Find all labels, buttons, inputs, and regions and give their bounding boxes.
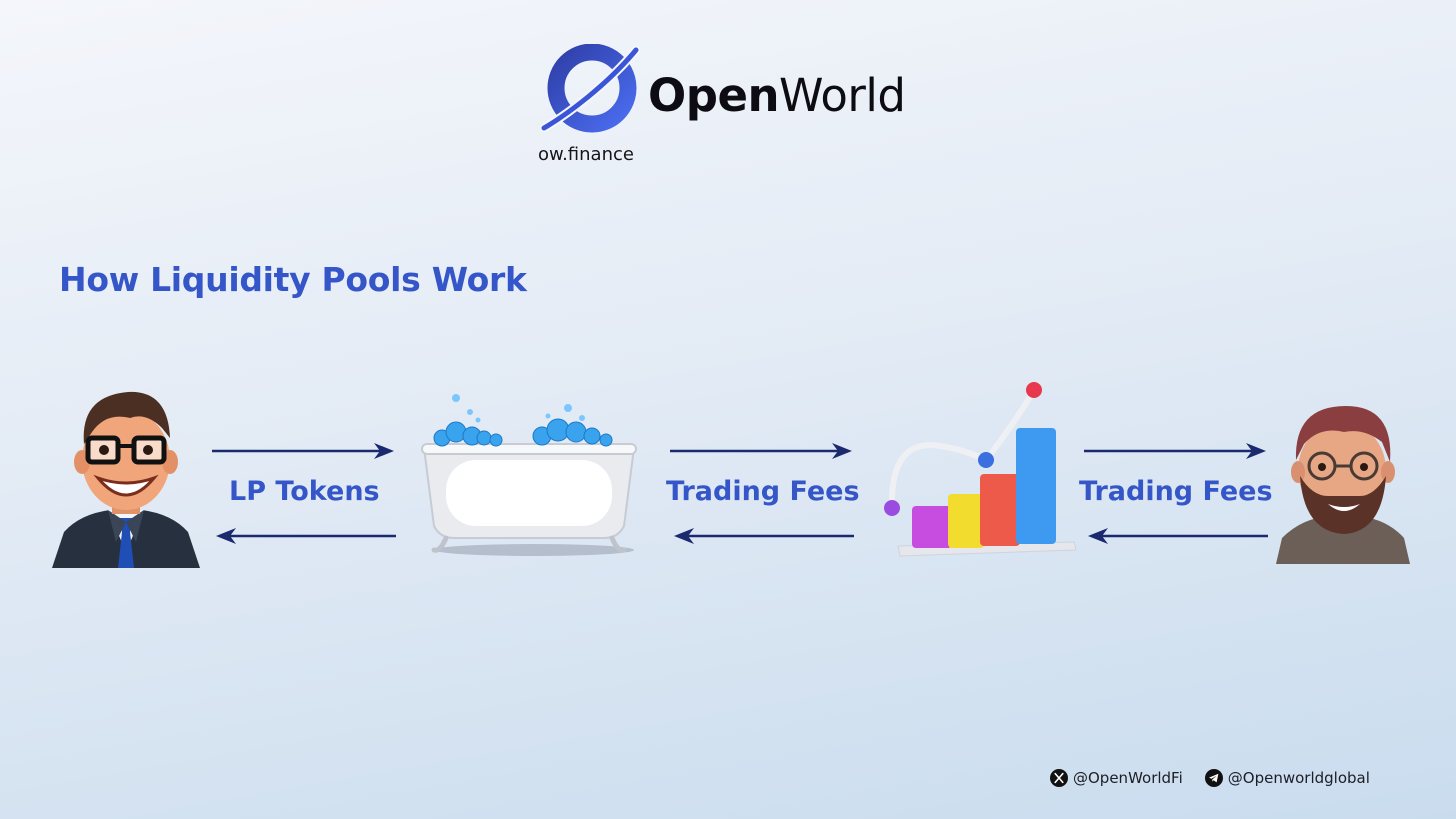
telegram-icon: [1205, 769, 1223, 787]
arrow-left-icon: [210, 526, 400, 546]
brand-name-regular: World: [779, 69, 905, 122]
openworld-logo-icon: [538, 44, 642, 136]
social-bar: @OpenWorldFi @Openworldglobal: [1050, 766, 1370, 790]
flow-label-lp-tokens: LP Tokens: [229, 476, 380, 508]
telegram-handle: @Openworldglobal: [1228, 769, 1370, 787]
trader-avatar-icon: [1274, 400, 1412, 564]
liquidity-pool-bathtub-icon: [418, 388, 640, 560]
page-title: How Liquidity Pools Work: [59, 260, 527, 300]
arrow-left-icon: [1082, 526, 1272, 546]
investor-avatar-icon: [50, 382, 202, 568]
x-icon: [1050, 769, 1068, 787]
flow-label-trading-fees: Trading Fees: [666, 476, 860, 508]
arrow-right-icon: [210, 441, 400, 461]
telegram-social-link[interactable]: @Openworldglobal: [1205, 769, 1370, 787]
x-social-link[interactable]: @OpenWorldFi: [1050, 769, 1183, 787]
brand-name: OpenWorld: [648, 70, 906, 122]
flow-label-trading-fees: Trading Fees: [1079, 476, 1273, 508]
domain-link[interactable]: ow.finance: [538, 144, 634, 166]
x-handle: @OpenWorldFi: [1073, 769, 1183, 787]
arrow-right-icon: [668, 441, 858, 461]
brand-name-bold: Open: [648, 69, 779, 122]
arrow-left-icon: [668, 526, 858, 546]
arrow-right-icon: [1082, 441, 1272, 461]
growth-chart-icon: [880, 378, 1080, 563]
